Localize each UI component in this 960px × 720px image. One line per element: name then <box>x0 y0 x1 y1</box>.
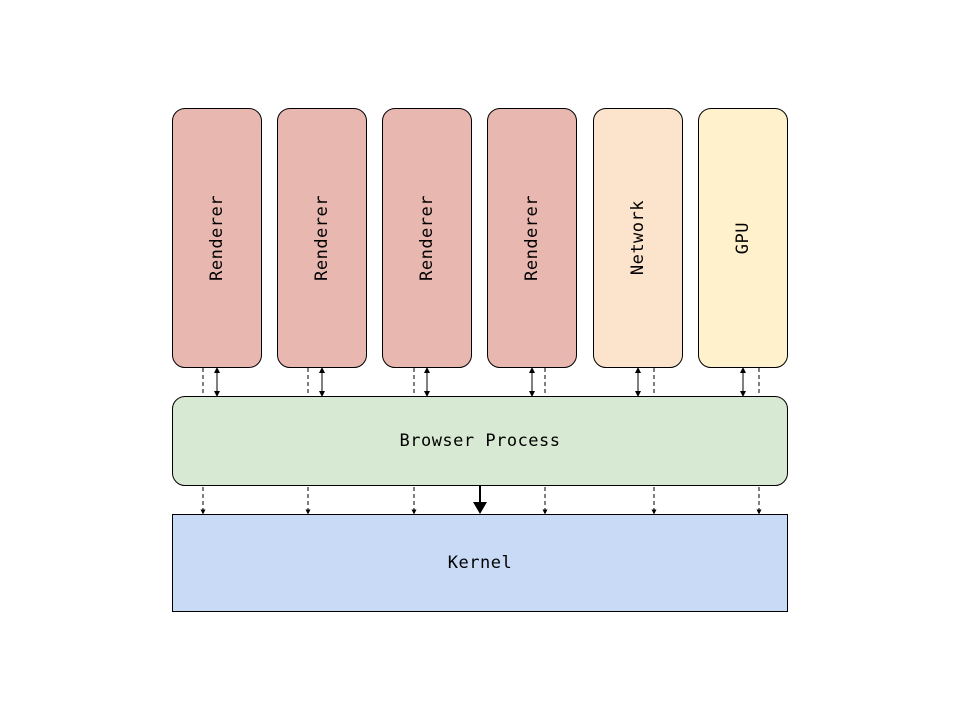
browser-process-box: Browser Process <box>172 396 788 486</box>
renderer-process-box: Renderer <box>382 108 472 368</box>
process-label: GPU <box>733 221 753 255</box>
browser-process-label: Browser Process <box>399 431 561 451</box>
process-label: Network <box>628 200 648 276</box>
network-process-box: Network <box>593 108 683 368</box>
renderer-process-box: Renderer <box>172 108 262 368</box>
process-label: Renderer <box>312 195 332 281</box>
renderer-process-box: Renderer <box>277 108 367 368</box>
process-label: Renderer <box>522 195 542 281</box>
gpu-process-box: GPU <box>698 108 788 368</box>
kernel-box: Kernel <box>172 514 788 612</box>
kernel-label: Kernel <box>447 553 513 573</box>
process-label: Renderer <box>207 195 227 281</box>
renderer-process-box: Renderer <box>487 108 577 368</box>
process-label: Renderer <box>417 195 437 281</box>
